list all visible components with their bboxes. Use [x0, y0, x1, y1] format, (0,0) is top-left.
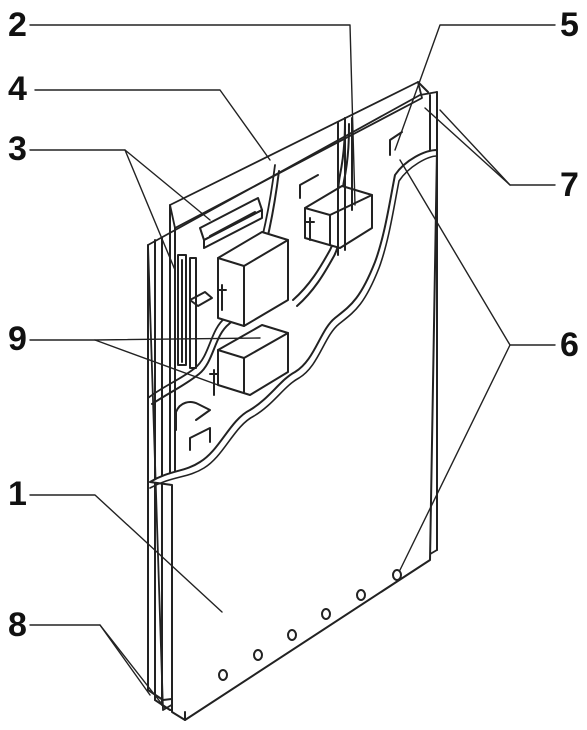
- hole: [356, 589, 366, 601]
- label-7: 7: [560, 166, 579, 204]
- label-3: 3: [8, 130, 27, 168]
- front-cover-panel: [149, 149, 438, 721]
- label-8: 8: [8, 606, 27, 644]
- vent-holes: [218, 569, 402, 681]
- label-4: 4: [8, 70, 27, 108]
- hole: [321, 608, 331, 620]
- label-6: 6: [560, 326, 579, 364]
- hole: [253, 649, 263, 661]
- hole: [392, 569, 402, 581]
- label-1: 1: [8, 475, 27, 513]
- relay-box-1: [217, 231, 289, 327]
- relay-box-2: [217, 324, 289, 396]
- hole: [287, 629, 297, 641]
- rail-right: [337, 117, 353, 256]
- label-2: 2: [8, 6, 27, 44]
- label-5: 5: [560, 6, 579, 44]
- mounting-strip-left: [177, 254, 197, 369]
- part-labels: 2 4 3 9 1 8 5 7 6: [8, 6, 579, 644]
- leader-lines: [29, 24, 556, 709]
- clip-middle: [175, 369, 219, 431]
- clip-left: [189, 284, 227, 311]
- hole: [218, 669, 228, 681]
- clip-lower: [189, 427, 211, 451]
- mounting-strip-top: [199, 197, 263, 249]
- label-9: 9: [8, 320, 27, 358]
- clip-upper-right: [299, 131, 403, 241]
